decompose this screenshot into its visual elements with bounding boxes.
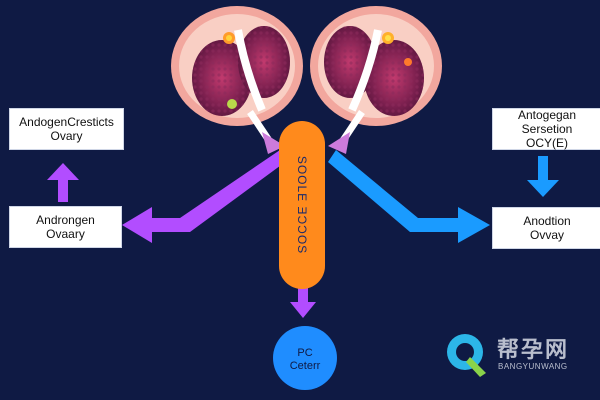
- label-box-top-right: Antogegan Sersetion OCY(E): [492, 108, 600, 150]
- central-pill-label: SOOLE ƎƆƆOS: [295, 155, 310, 255]
- label-box-mid-left: Androngen Ovaary: [9, 206, 122, 248]
- circle-label-line2: Ceterr: [289, 360, 321, 372]
- central-pill: [279, 121, 325, 289]
- label-top-left-line2: Ovary: [50, 129, 83, 143]
- circle-label-line1: PC: [297, 347, 313, 359]
- left-ovary-illustration: [171, 6, 303, 154]
- blue-arrow-down: [527, 156, 559, 197]
- right-ovary-illustration: [310, 6, 442, 154]
- watermark-text-cn: 帮孕网: [497, 338, 570, 363]
- purple-arrow-left: [122, 150, 288, 243]
- circle-label: PC Ceterr: [271, 340, 339, 380]
- label-mid-left-line1: Androngen: [36, 213, 95, 227]
- label-top-left-line1: AndogenCresticts: [19, 115, 114, 129]
- label-top-right-line2: OCY(E): [526, 136, 568, 150]
- label-mid-left-line2: Ovaary: [46, 227, 85, 241]
- label-box-mid-right: Anodtion Ovvay: [492, 207, 600, 249]
- pc-circle: [273, 326, 337, 390]
- pill-down-arrow: [290, 286, 316, 318]
- watermark-logo: [447, 334, 486, 377]
- label-mid-right-line2: Ovvay: [529, 228, 564, 242]
- blue-arrow-right: [328, 150, 490, 243]
- watermark-text-en: BANGYUNWANG: [498, 362, 568, 371]
- label-top-right-line1: Antogegan Sersetion: [517, 108, 577, 136]
- label-mid-right-line1: Anodtion: [523, 214, 571, 228]
- purple-arrow-up: [47, 163, 79, 202]
- label-box-top-left: AndogenCresticts Ovary: [9, 108, 124, 150]
- central-pill-label-wrap: SOOLE ƎƆƆOS: [279, 121, 325, 289]
